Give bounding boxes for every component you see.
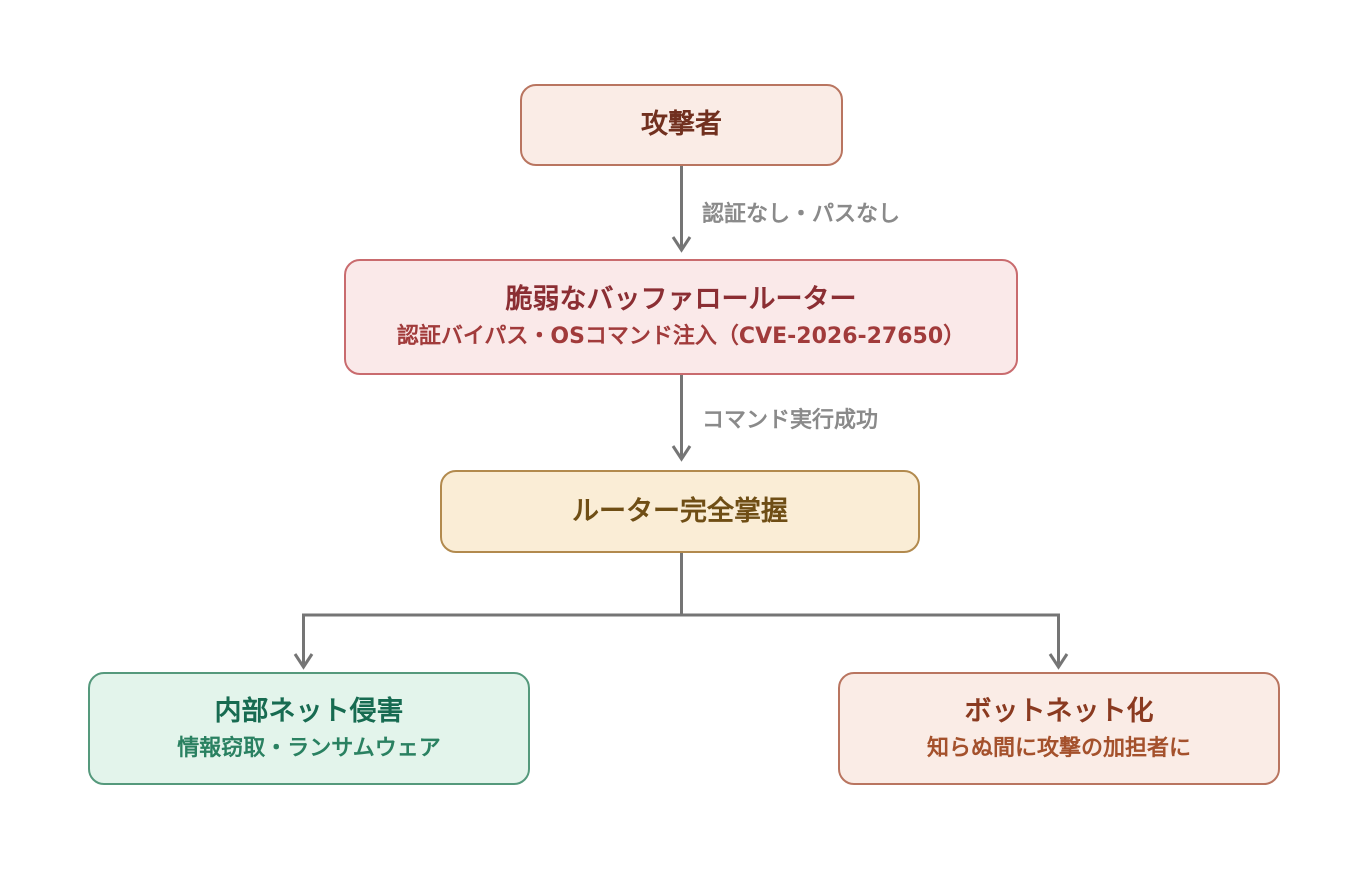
node-internal-network-breach: 内部ネット侵害 情報窃取・ランサムウェア [88, 672, 530, 785]
arrowhead-router-control [671, 445, 692, 462]
arrowhead-attacker-router [671, 236, 692, 253]
arrowhead-branch-left [293, 653, 314, 670]
node-full-control-title: ルーター完全掌握 [572, 495, 788, 527]
node-internal-network-breach-title: 内部ネット侵害 [214, 695, 404, 727]
node-botnet: ボットネット化 知らぬ間に攻撃の加担者に [838, 672, 1280, 785]
arrowhead-branch-right [1048, 653, 1069, 670]
node-internal-network-breach-subtitle: 情報窃取・ランサムウェア [177, 735, 441, 761]
node-botnet-title: ボットネット化 [964, 695, 1154, 727]
edge-label-command-success: コマンド実行成功 [702, 408, 879, 433]
node-attacker: 攻撃者 [520, 84, 843, 166]
node-vulnerable-router-subtitle: 認証バイパス・OSコマンド注入（CVE-2026-27650） [396, 324, 966, 350]
edge-label-no-auth: 認証なし・パスなし [702, 202, 901, 227]
node-vulnerable-router-title: 脆弱なバッファロールーター [505, 284, 857, 316]
node-botnet-subtitle: 知らぬ間に攻撃の加担者に [926, 735, 1191, 761]
node-attacker-title: 攻撃者 [641, 109, 722, 141]
node-full-control: ルーター完全掌握 [440, 470, 920, 553]
node-vulnerable-router: 脆弱なバッファロールーター 認証バイパス・OSコマンド注入（CVE-2026-2… [344, 259, 1018, 375]
